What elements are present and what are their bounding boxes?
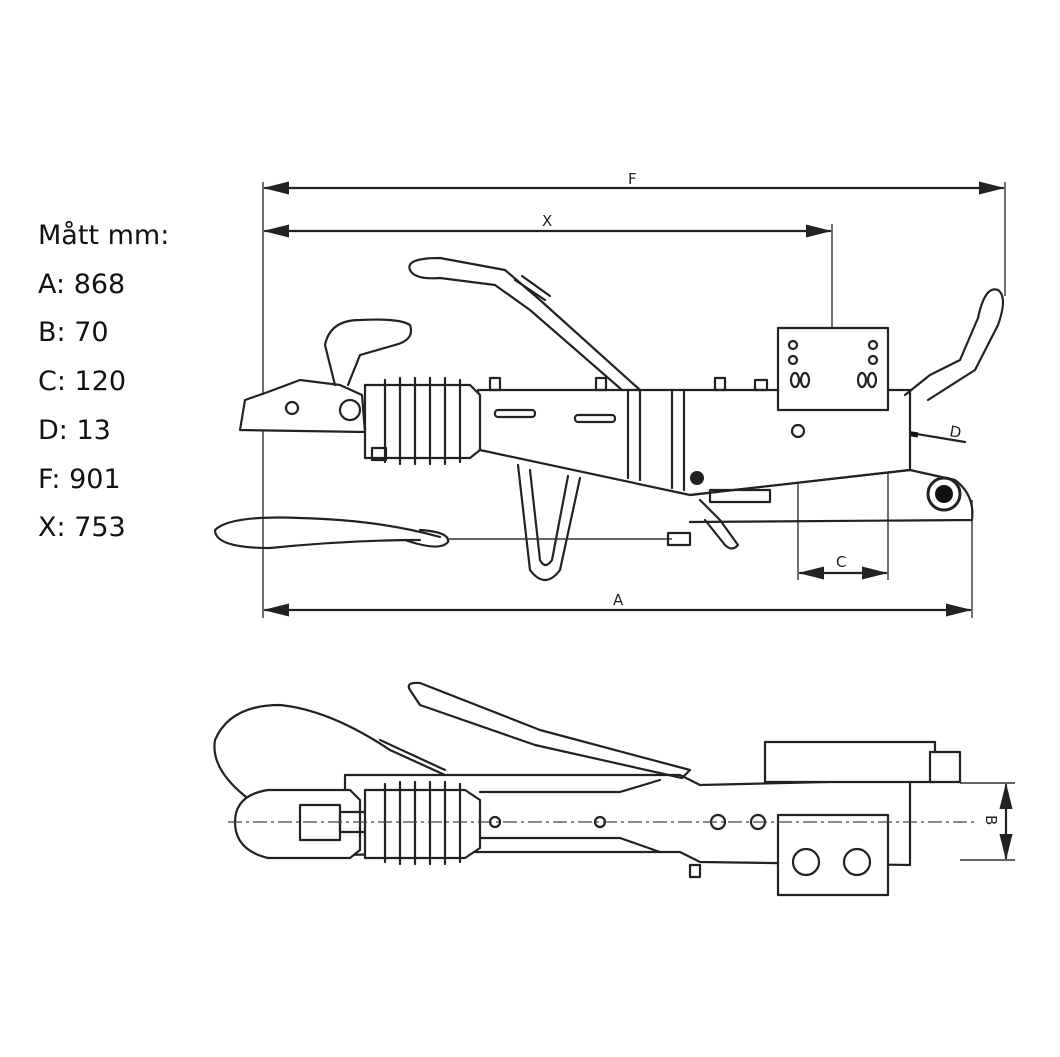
bellows <box>363 376 482 466</box>
dimension-f: F <box>262 170 1006 195</box>
breakaway-cable <box>213 516 442 550</box>
svg-text:D: D <box>948 422 963 442</box>
svg-text:X: X <box>542 212 552 230</box>
svg-text:A: A <box>613 591 624 609</box>
handbrake-lever <box>408 256 642 392</box>
spec-c: C: 120 <box>38 366 127 398</box>
dimension-x: X <box>262 212 833 238</box>
svg-text:C: C <box>836 553 846 571</box>
spec-b: B: 70 <box>38 317 109 349</box>
svg-text:B: B <box>982 815 1000 825</box>
spec-f: F: 901 <box>38 463 121 495</box>
dimension-c: C <box>797 553 889 580</box>
coupling-head-top <box>233 788 362 860</box>
bellows-top <box>363 780 482 866</box>
handbrake-lever-top <box>407 681 692 780</box>
spec-x: X: 753 <box>38 512 126 544</box>
spec-a: A: 868 <box>38 268 126 300</box>
coupling-head <box>238 378 367 434</box>
mounting-plate-top <box>776 813 890 897</box>
spec-title: Mått mm: <box>38 220 170 251</box>
dimension-a: A <box>262 591 973 617</box>
svg-text:F: F <box>628 170 637 188</box>
top-view: B <box>213 681 1015 897</box>
side-view: F X A C D <box>213 170 1006 618</box>
dimension-spec-list: Mått mm: A: 868 B: 70 C: 120 D: 13 F: 90… <box>38 212 169 553</box>
damper-cylinder <box>763 740 937 784</box>
spec-d: D: 13 <box>38 414 111 446</box>
rear-handle <box>903 288 1005 402</box>
dimension-b: B <box>982 782 1013 861</box>
